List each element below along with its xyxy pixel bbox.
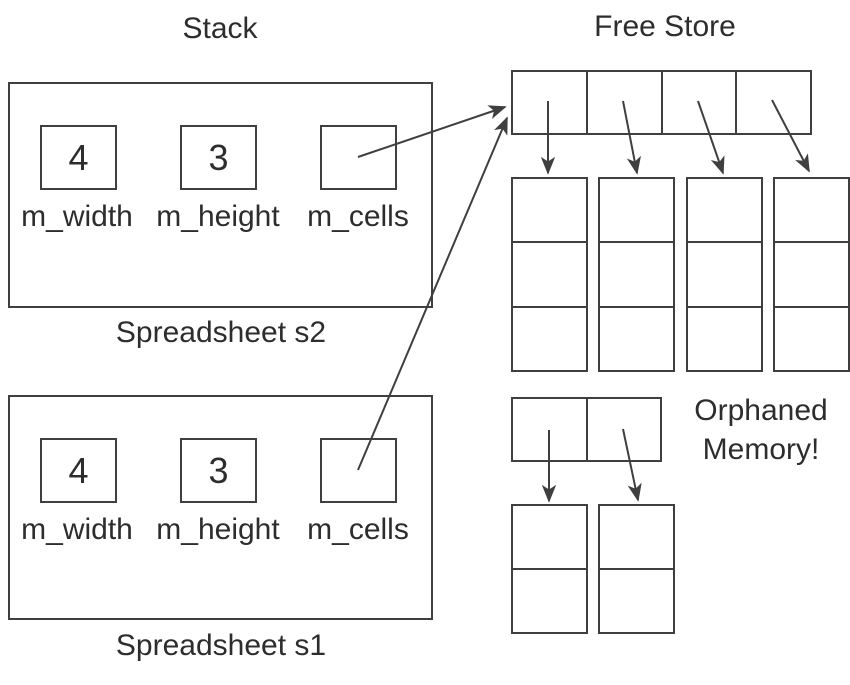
memory-cell (775, 179, 848, 241)
s1-m-height-box: 3 (180, 438, 257, 503)
free-store-pointer-row (511, 70, 812, 135)
s2-m-width-value: 4 (68, 136, 89, 178)
memory-cell (585, 72, 661, 133)
spreadsheet-s1-caption: Spreadsheet s1 (115, 629, 327, 662)
memory-cell (600, 568, 673, 632)
orphaned-memory-label: Orphaned Memory! (670, 391, 850, 469)
memory-cell (513, 241, 586, 305)
memory-cell (585, 399, 661, 460)
memory-cell (513, 179, 586, 241)
s2-m-height-value: 3 (208, 136, 229, 178)
free-store-title: Free Store (594, 10, 736, 43)
s1-m-height-label: m_height (156, 513, 280, 546)
s2-m-height-label: m_height (156, 200, 280, 233)
spreadsheet-s2-frame (8, 82, 433, 308)
memory-cell (513, 506, 586, 568)
stack-title: Stack (182, 12, 258, 45)
memory-cell (775, 241, 848, 305)
s1-m-width-value: 4 (68, 449, 89, 491)
s2-m-height-box: 3 (180, 125, 257, 190)
spreadsheet-s2-caption: Spreadsheet s2 (115, 316, 327, 349)
s2-m-cells-label: m_cells (307, 200, 409, 233)
spreadsheet-s1-frame (8, 395, 433, 620)
memory-cell (513, 305, 586, 370)
memory-cell (600, 241, 673, 305)
memory-cell (688, 305, 761, 370)
orphaned-column-2 (598, 504, 675, 634)
orphaned-memory-label-line2: Memory! (702, 433, 820, 466)
memory-cell (735, 72, 810, 133)
orphaned-column-1 (511, 504, 588, 634)
s1-m-height-value: 3 (208, 449, 229, 491)
s1-m-cells-box (320, 438, 397, 503)
s2-m-width-label: m_width (21, 200, 133, 233)
memory-cell (600, 305, 673, 370)
memory-cell (600, 179, 673, 241)
memory-cell (513, 399, 586, 460)
s1-m-width-label: m_width (21, 513, 133, 546)
memory-cell (660, 72, 736, 133)
orphaned-pointer-row (511, 397, 662, 462)
memory-cell (513, 568, 586, 632)
memory-cell (688, 179, 761, 241)
memory-cell (600, 506, 673, 568)
orphaned-memory-label-line1: Orphaned (694, 394, 828, 427)
s1-m-width-box: 4 (40, 438, 117, 503)
free-store-column-3 (686, 177, 763, 372)
s2-m-cells-box (320, 125, 397, 190)
memory-cell (688, 241, 761, 305)
free-store-column-2 (598, 177, 675, 372)
s1-m-cells-label: m_cells (307, 513, 409, 546)
memory-cell (513, 72, 586, 133)
free-store-column-4 (773, 177, 850, 372)
memory-cell (775, 305, 848, 370)
s2-m-width-box: 4 (40, 125, 117, 190)
free-store-column-1 (511, 177, 588, 372)
